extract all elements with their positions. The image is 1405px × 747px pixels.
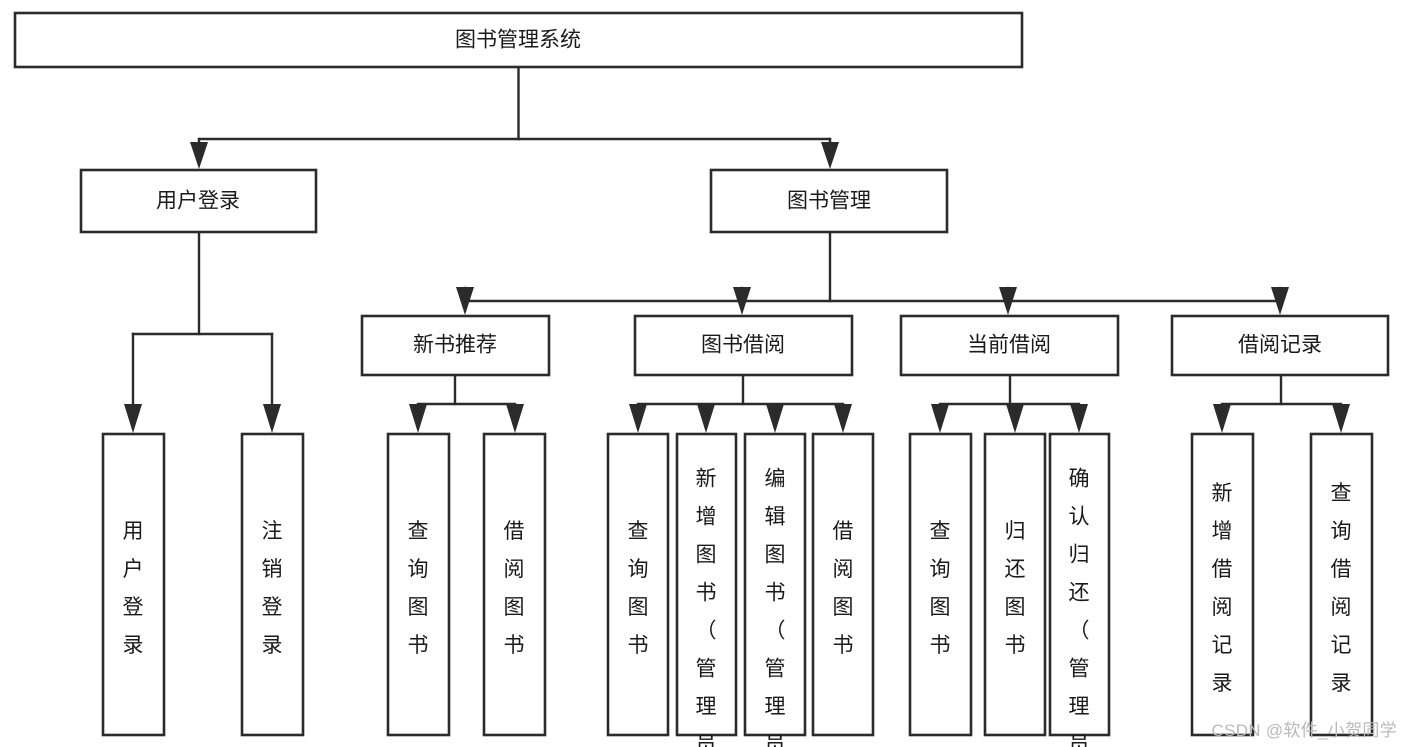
node-leaf-query-books-recommend[interactable]: 查询图书 [386,432,451,737]
node-root[interactable]: 图书管理系统 [13,11,1024,69]
arrow-head-leaf-add-borrow-record [1213,404,1231,433]
arrow-head-leaf-query-books-recommend [409,404,427,433]
node-book-borrow-label: 图书借阅 [701,334,785,357]
node-leaf-query-books-borrow-label: 查询图书 [628,520,649,657]
node-leaf-query-books-current[interactable]: 查询图书 [908,432,973,737]
node-leaf-query-books-current-box[interactable] [908,432,973,737]
node-leaf-return-book-box[interactable] [983,432,1047,737]
node-new-book-recommend-box[interactable] [360,314,551,377]
node-leaf-borrow-book-label: 借阅图书 [833,520,854,657]
arrow-head-leaf-query-books-current [931,404,949,433]
node-leaf-user-logout-label: 注销登录 [262,520,283,657]
node-leaf-user-logout[interactable]: 注销登录 [240,432,305,737]
node-leaf-query-books-recommend-label: 查询图书 [408,520,429,657]
node-leaf-borrow-books-recommend-box[interactable] [482,432,547,737]
arrow-head-current-borrow [999,287,1017,315]
arrow-head-leaf-user-logout [263,404,281,433]
node-leaf-borrow-books-recommend-label: 借阅图书 [504,520,525,657]
node-leaf-borrow-books-recommend[interactable]: 借阅图书 [482,432,547,737]
arrow-head-leaf-query-borrow-record [1332,404,1350,433]
node-leaf-edit-book-admin-label: 编辑图书（管理员） [765,468,786,747]
arrow-head-leaf-add-book-admin [697,404,715,433]
leaf-node-group: 用户登录 注销登录 查询图书 借阅图书 查询图书 新增图书（管理员） [101,432,1374,747]
node-leaf-return-book[interactable]: 归还图书 [983,432,1047,737]
node-user-login-box[interactable] [79,168,318,234]
arrow-head-book-management [821,142,839,169]
node-leaf-return-book-label: 归还图书 [1005,520,1026,657]
node-new-book-recommend-label: 新书推荐 [413,334,497,357]
node-leaf-user-login[interactable]: 用户登录 [101,432,166,737]
node-leaf-user-logout-box[interactable] [240,432,305,737]
arrow-head-leaf-edit-book-admin [766,404,784,433]
arrow-head-user-login [190,142,208,169]
arrow-head-leaf-return-book [1006,404,1024,433]
node-leaf-user-login-box[interactable] [101,432,166,737]
node-root-label: 图书管理系统 [455,29,581,52]
node-leaf-user-login-label: 用户登录 [123,520,144,657]
node-leaf-add-borrow-record-label: 新增借阅记录 [1212,482,1233,695]
node-leaf-add-book-admin[interactable]: 新增图书（管理员） [675,432,738,747]
node-leaf-edit-book-admin-box[interactable] [743,432,807,737]
node-leaf-query-books-recommend-box[interactable] [386,432,451,737]
node-leaf-query-books-borrow-box[interactable] [606,432,670,737]
node-leaf-confirm-return-admin-box[interactable] [1048,432,1111,737]
csdn-watermark: CSDN @软件_小贺同学 [1211,721,1397,740]
arrow-head-leaf-query-books-borrow [629,404,647,433]
node-leaf-add-borrow-record-box[interactable] [1190,432,1255,737]
arrow-head-book-borrow [733,287,751,315]
node-leaf-query-books-current-label: 查询图书 [930,520,951,657]
node-leaf-edit-book-admin[interactable]: 编辑图书（管理员） [743,432,807,747]
node-current-borrow[interactable]: 当前借阅 [899,314,1120,377]
node-leaf-borrow-book[interactable]: 借阅图书 [811,432,875,737]
arrow-head-borrow-record [1271,287,1289,315]
node-leaf-confirm-return-admin[interactable]: 确认归还（管理员） [1048,432,1111,747]
node-book-management[interactable]: 图书管理 [709,168,949,234]
node-leaf-query-borrow-record[interactable]: 查询借阅记录 [1309,432,1374,737]
node-book-management-box[interactable] [709,168,949,234]
node-leaf-confirm-return-admin-label: 确认归还（管理员） [1069,468,1090,747]
node-book-borrow[interactable]: 图书借阅 [633,314,854,377]
node-borrow-record[interactable]: 借阅记录 [1170,314,1390,377]
node-borrow-record-label: 借阅记录 [1238,334,1322,357]
node-leaf-query-borrow-record-box[interactable] [1309,432,1374,737]
connector-layer [124,65,1350,433]
node-book-management-label: 图书管理 [787,190,871,213]
node-borrow-record-box[interactable] [1170,314,1390,377]
node-leaf-add-borrow-record[interactable]: 新增借阅记录 [1190,432,1255,737]
arrow-head-leaf-user-login [124,404,142,433]
node-user-login[interactable]: 用户登录 [79,168,318,234]
arrow-head-leaf-confirm-return-admin [1070,404,1088,433]
node-leaf-query-borrow-record-label: 查询借阅记录 [1331,482,1352,695]
node-user-login-label: 用户登录 [156,190,240,213]
node-leaf-query-books-borrow[interactable]: 查询图书 [606,432,670,737]
node-current-borrow-box[interactable] [899,314,1120,377]
node-current-borrow-label: 当前借阅 [967,334,1051,357]
arrow-head-leaf-borrow-books-recommend [506,404,524,433]
node-root-box[interactable] [13,11,1024,69]
node-leaf-add-book-admin-label: 新增图书（管理员） [696,468,717,747]
node-new-book-recommend[interactable]: 新书推荐 [360,314,551,377]
node-book-borrow-box[interactable] [633,314,854,377]
arrow-head-leaf-borrow-book [834,404,852,433]
arrow-head-new-book-recommend [456,287,474,315]
node-leaf-borrow-book-box[interactable] [811,432,875,737]
node-leaf-add-book-admin-box[interactable] [675,432,738,737]
